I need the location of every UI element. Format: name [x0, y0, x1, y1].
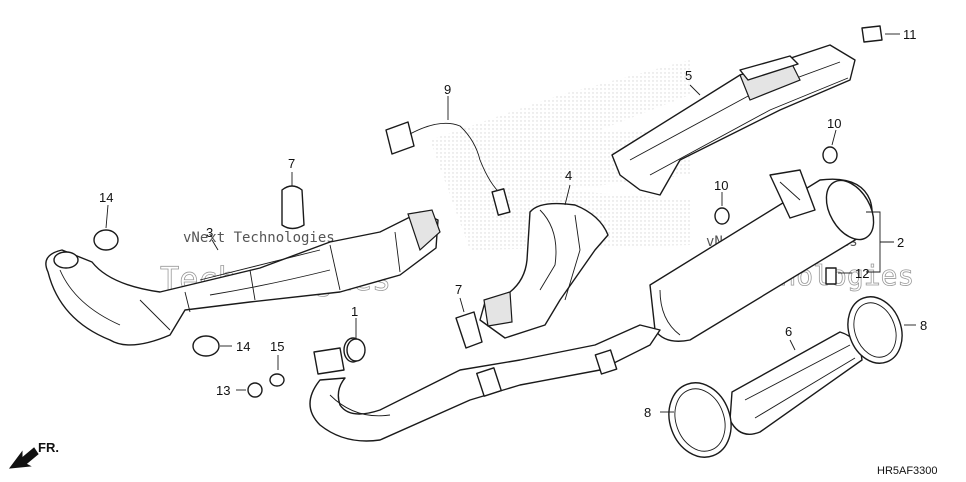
callout-6: 6	[785, 324, 792, 339]
callout-4: 4	[565, 168, 572, 183]
callout-7-lower: 7	[455, 282, 462, 297]
callout-3: 3	[206, 225, 213, 240]
hose-clamps	[93, 229, 220, 357]
front-arrow-icon	[8, 447, 39, 469]
callout-14-upper: 14	[99, 190, 113, 205]
callout-14-lower: 14	[236, 339, 250, 354]
callout-5: 5	[685, 68, 692, 83]
muffler-upper-cover	[611, 44, 856, 196]
callout-9: 9	[444, 82, 451, 97]
muffler	[649, 169, 875, 342]
exhaust-heat-shield-center	[479, 202, 609, 339]
callout-2: 2	[897, 235, 904, 250]
callout-8-right: 8	[920, 318, 927, 333]
callout-10-upper: 10	[827, 116, 841, 131]
exhaust-header-pipe	[45, 209, 441, 346]
callout-10-lower: 10	[714, 178, 728, 193]
front-direction-indicator: FR.	[8, 440, 59, 469]
callout-12: 12	[855, 266, 869, 281]
exhaust-mid-pipe	[309, 324, 661, 442]
drawing-code: HR5AF3300	[877, 465, 938, 477]
callout-11: 11	[903, 27, 917, 42]
leader-lines	[105, 33, 916, 413]
callout-15: 15	[270, 339, 284, 354]
callout-7-upper: 7	[288, 156, 295, 171]
front-direction-label: FR.	[38, 440, 59, 455]
callout-numbers: 1 2 3 4 5 6 7 7 8 8 9 10 10 11 12 13 14 …	[99, 27, 927, 420]
callout-1: 1	[351, 304, 358, 319]
muffler-clamp-bands	[668, 296, 903, 458]
watermark-line-left: vNext Technologies	[183, 230, 335, 246]
part-7-brackets	[281, 185, 483, 349]
callout-8-left: 8	[644, 405, 651, 420]
oxygen-sensor	[385, 96, 511, 216]
small-hardware	[247, 25, 883, 398]
callout-13: 13	[216, 383, 230, 398]
muffler-lower-shield	[729, 331, 863, 435]
